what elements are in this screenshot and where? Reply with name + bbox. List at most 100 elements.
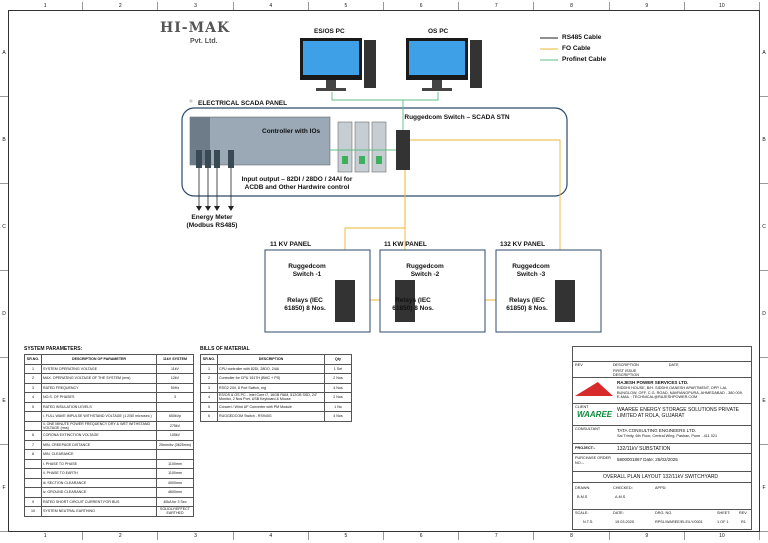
table-cell: NO.S. OF PHASES [41,392,157,403]
rs485-cables [198,168,232,206]
table-cell: 8 [24,449,42,460]
table-header-cell: Qty [324,354,352,365]
table-cell [24,487,42,498]
table-cell: RSG2 24V, 8 Port Switch, mg [217,382,325,393]
table-cell: 650kVp [156,411,194,422]
table-cell: SYSTEM NEUTRAL EARTHING [41,506,157,517]
approved-label: APPD: [655,486,667,490]
table-cell [24,458,42,469]
column-marker: 1 [8,532,84,540]
table-cell: 2 Nos [324,373,352,384]
date-value: 19.03.2025 [615,520,635,524]
scale-label: SCALE: [575,511,589,515]
checked-value: A.M.S [615,495,626,499]
legend-profinet-label: Profinet Cable [562,56,607,63]
table-cell: SYSTEM OPERATING VOLTAGE [41,363,157,374]
title-block: REV DESCRIPTION DATE FIRST ISSUE DESCRIP… [572,346,752,530]
column-marker: 9 [610,532,685,540]
table-cell: 1 Set [324,363,352,374]
table-cell: 2 Nos [324,392,352,403]
table-cell: 4600mm [156,487,194,498]
table-cell: 2 [24,373,42,384]
row-marker: B [760,97,768,184]
table-cell: 25mm/kv (3625mm) [156,439,194,450]
purchase-label: PURCHASE ORDER NO.:- [575,456,611,465]
drawing-number-label: DRG. NO. [655,511,673,515]
table-cell: 3 [24,382,42,393]
table-cell: 105kV [156,430,194,441]
os-pc-label: OS PC [428,28,449,35]
table-cell [24,477,42,488]
table-cell: ii. PHASE TO EARTH [41,468,157,479]
contractor-logo [575,382,613,396]
table-cell: i. FULL WAVE IMPULSE WITHSTAND VOLTAGE (… [41,411,157,422]
table-cell: 3 [156,392,194,403]
purchase-order: 5800001867 Date: 25/02/2025 [617,457,678,462]
scada-switch-label: Ruggedcom Switch – SCADA STN [404,114,510,121]
column-marker: 10 [685,532,761,540]
panel-relays-label-2: Relays (IEC 61850) 8 Nos. [392,297,434,312]
sheet-value: 1 OF 1 [717,520,729,524]
consultant-address: Sai Trinity, 6th Floor, Central Wing, Pa… [617,434,718,438]
table-header-cell: DESCRIPTION [217,354,325,365]
table-cell [24,420,42,431]
table-cell: 12kV [156,373,194,384]
column-marker: 8 [534,2,610,10]
row-marker: F [0,445,8,532]
es-os-pc-label: ES/OS PC [314,28,345,35]
rev-label: REV. [739,511,748,515]
drawn-label: DRAWN: [575,486,591,490]
drawing-frame [8,10,760,532]
column-marker: 3 [158,2,234,10]
checked-label: CHECKED: [613,486,633,490]
row-marker: D [0,271,8,358]
table-cell: 3 [200,382,218,393]
rev-header-date: DATE [668,363,679,367]
column-marker: 4 [234,2,309,10]
table-cell: RATED FREQUENCY [41,382,157,393]
table-cell: CPU controller with 82DI, 28DO, 24AI [217,363,325,374]
table-cell: Controller for CPU 1517H (BMC + PS) [217,373,325,384]
project-name: 132/11kV SUBSTATION [617,446,671,452]
consultant-name: TATA CONSULTING ENGINEERS LTD. [617,428,697,433]
legend-rs485-label: RS485 Cable [562,34,602,41]
table-cell: 6 [200,411,218,422]
panel-switch-1 [335,280,355,322]
table-cell: 5 [200,401,218,412]
rs485-arrowheads [196,206,234,211]
row-marker: F [760,445,768,532]
table-cell: 40kA for 3 Sec [156,496,194,507]
table-cell: 10 [24,506,42,517]
consultant-label: CONSULTANT [575,427,601,431]
es-os-pc-graphic [300,38,376,91]
drawing-title: OVERALL PLAN LAYOUT 132/11kV SWITCHYARD [603,474,719,480]
system-param-row: i. FULL WAVE IMPULSE WITHSTAND VOLTAGE (… [24,411,194,422]
table-header-cell: 11kV SYSTEM [156,354,194,365]
system-param-row: ii. ONE MINUTE POWER FREQUENCY DRY & WET… [24,420,194,431]
table-cell: 4 [24,392,42,403]
table-header-cell: DESCRIPTION OF PARAMETER [41,354,157,365]
column-marker: 7 [459,532,535,540]
table-cell: 50Hz [156,382,194,393]
column-marker: 2 [83,2,159,10]
bom-title: BILLS OF MATERIAL [200,346,250,352]
table-cell: 4 Nos [324,382,352,393]
table-cell: 4 Nos [324,411,352,422]
client-label: CLIENT [575,405,589,409]
panel-relays-label-3: Relays (IEC 61850) 8 Nos. [506,297,548,312]
client-name: WAAREE ENERGY STORAGE SOLUTIONS PRIVATE … [617,407,739,419]
table-cell: iii. SECTION CLEARANCE [41,477,157,488]
row-marker: B [0,97,8,184]
table-cell: CORONA EXTINCTION VOLTAGE [41,430,157,441]
table-cell [156,401,194,412]
column-marker: 8 [534,532,610,540]
io-modules [196,150,234,168]
